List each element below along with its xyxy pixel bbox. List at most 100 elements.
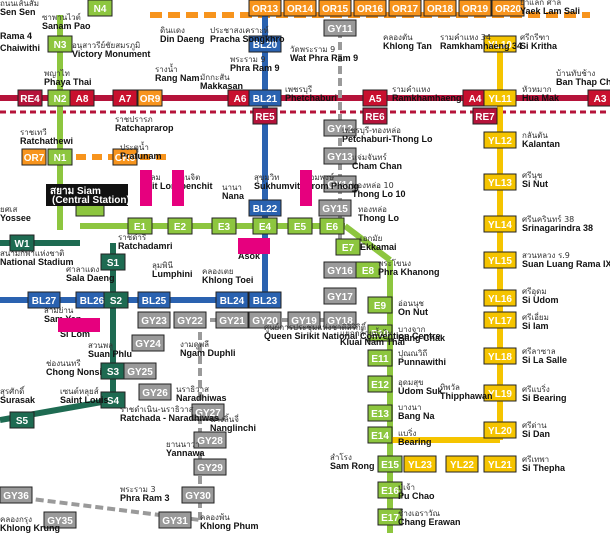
- station-name-th: งามดูพลี: [180, 340, 209, 350]
- station-badge-e15: E15: [377, 455, 403, 473]
- station-badge-e7: E7: [335, 238, 361, 256]
- station-name-en: Ban Thap Chang: [556, 77, 610, 87]
- station-name-th: ทองหล่อ 10: [352, 181, 394, 190]
- station-badge-e11: E11: [367, 349, 393, 367]
- station-badge-s4: S4: [100, 391, 126, 409]
- station-name-th: นราธิวาส: [176, 385, 209, 394]
- station-name-en: Wat Phra Ram 9: [290, 53, 358, 63]
- station-badge-e4: E4: [252, 217, 278, 235]
- station-name-th: ดินแดง: [160, 26, 185, 35]
- station-badge-e12: E12: [367, 375, 393, 393]
- station-badge-gy18: GY18: [323, 311, 357, 329]
- station-code: GY17: [327, 292, 353, 303]
- station-code: YL19: [488, 389, 512, 400]
- station-code: GY18: [327, 316, 353, 327]
- station-code: YL11: [488, 94, 512, 105]
- station-name-th: ราชปรารภ: [115, 115, 153, 124]
- station-badge-e3: E3: [211, 217, 237, 235]
- station-code: YL17: [488, 316, 512, 327]
- station-name-en: Kluai Nam Thai: [340, 337, 405, 347]
- interchange-tags: [58, 170, 312, 332]
- station-name-th: เซนต์หลุยส์: [60, 386, 99, 396]
- station-name-en: Bang Chak: [398, 333, 446, 343]
- station-name-en: Phra Khanong: [378, 267, 440, 277]
- station-badge-gy25: GY25: [123, 362, 157, 380]
- station-name-en: Saint Louis: [60, 395, 109, 405]
- station-name-th: แบริ่ง: [398, 427, 417, 438]
- station-code: S4: [107, 396, 120, 407]
- station-name-en: Kalantan: [522, 139, 560, 149]
- station-badge-yl14: YL14: [483, 215, 517, 233]
- station-badge-gy14: GY14: [323, 175, 357, 193]
- station-badge-n3: N3: [47, 35, 73, 53]
- station-code: OR14: [287, 4, 314, 15]
- station-label: นางลิ้นจี่Nanglinchi: [210, 413, 256, 433]
- station-badge-e9: E9: [367, 296, 393, 314]
- station-badge-s3: S3: [100, 362, 126, 380]
- station-label: ประชาสงเคราะห์Pracha Songkhro: [210, 25, 285, 44]
- station-name-en: Makkasan: [200, 81, 243, 91]
- station-badge-or8: OR8: [112, 148, 138, 166]
- station-badge-e6: E6: [319, 217, 345, 235]
- station-name-th: ปู่เจ้า: [398, 483, 415, 493]
- station-code: A7: [119, 94, 132, 105]
- station-name-en: Phaya Thai: [44, 77, 92, 87]
- station-badge-a3: A3: [587, 89, 610, 107]
- station-label: ศรีนุชSi Nut: [522, 171, 548, 189]
- station-name-th: สำโรง: [330, 452, 352, 462]
- station-code: YL15: [488, 256, 512, 267]
- station-badge-a5: A5: [362, 89, 388, 107]
- station-name-th: ยศเส: [0, 205, 18, 214]
- station-name-th: สนามกีฬาแห่งชาติ: [0, 249, 64, 258]
- station-code: OR18: [427, 4, 454, 15]
- station-badge-e8: E8: [355, 261, 381, 279]
- station-name-th: ราชเทวี: [20, 128, 47, 137]
- station-code: S5: [16, 416, 29, 427]
- station-code: E14: [371, 431, 389, 442]
- station-name-th: พร้อมพงษ์: [300, 172, 334, 182]
- station-badge-gy36: GY36: [0, 486, 33, 504]
- station-name-en: Pracha Songkhro: [210, 34, 285, 44]
- station-name-en: Ramkhamhaeng 34: [440, 41, 522, 51]
- station-code: OR17: [392, 4, 419, 15]
- station-name-en: Khlong Krung: [0, 523, 60, 533]
- station-code: OR13: [252, 4, 279, 15]
- station-name-en: Khlong Toei: [202, 275, 253, 285]
- station-badge-s2: S2: [103, 291, 129, 309]
- station-name-th: ศรีลาซาล: [522, 347, 556, 356]
- station-name-th: พญาไท: [44, 69, 70, 78]
- station-code: GY16: [327, 266, 353, 277]
- station-badge-or20: OR20: [491, 0, 525, 17]
- station-badge-n2: N2: [47, 89, 73, 107]
- station-badge-gy22: GY22: [173, 311, 207, 329]
- station-badge-gy31: GY31: [158, 511, 192, 529]
- station-name-en: Phra Ram 9: [230, 63, 280, 73]
- station-label: อนุสาวรีย์ชัยสมรภูมิVictory Monument: [72, 40, 150, 59]
- station-badge-or17: OR17: [388, 0, 422, 17]
- station-name-en: Ratchada - Naradhiwas: [120, 413, 219, 423]
- station-badge-yl10: YL10: [483, 35, 517, 53]
- station-badge-n4: N4: [87, 0, 113, 17]
- station-name-th: พระราม 9: [230, 55, 266, 64]
- station-name-th: ศรีนุช: [522, 171, 543, 180]
- station-code: GY19: [291, 316, 317, 327]
- yellow-line: [390, 40, 503, 443]
- station-code: N4: [94, 4, 107, 15]
- station-name-en: Petchaburi-Thong Lo: [342, 134, 433, 144]
- station-name-th: พระโขนง: [378, 258, 411, 268]
- station-code: A6: [234, 94, 247, 105]
